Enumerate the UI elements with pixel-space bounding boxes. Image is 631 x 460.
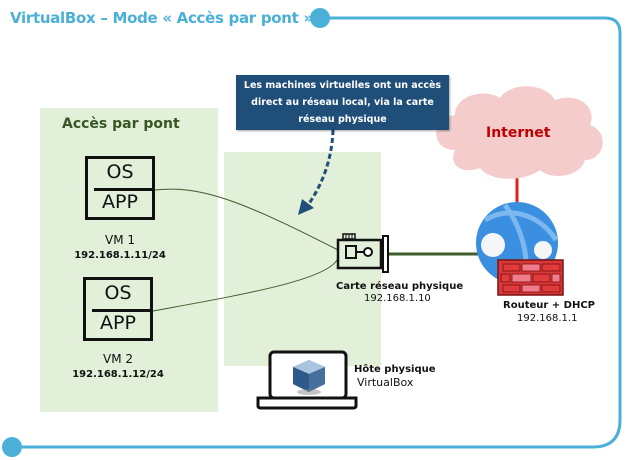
callout-line-3: réseau physique <box>298 114 387 125</box>
callout-box: Les machines virtuelles ont un accès dir… <box>236 75 449 130</box>
router-label: Routeur + DHCP <box>503 300 595 311</box>
virtualbox-cube-icon <box>293 360 325 395</box>
vm1-separator <box>94 188 152 191</box>
link-vm1-nic <box>154 188 339 251</box>
host-software: VirtualBox <box>357 376 414 389</box>
frame-line-top-right <box>12 16 622 449</box>
zone-label: Accès par pont <box>62 116 180 132</box>
frame-dot-top <box>310 8 330 28</box>
firewall-brick-icon <box>497 259 564 296</box>
host-label: Hôte physique <box>354 364 436 375</box>
link-vm2-nic <box>152 257 339 312</box>
diagram-title: VirtualBox – Mode « Accès par pont » <box>10 9 313 27</box>
vm2-os-label: OS <box>104 282 132 304</box>
network-card-icon <box>336 233 389 273</box>
router-ip: 192.168.1.1 <box>517 313 578 324</box>
nic-label: Carte réseau physique <box>336 281 464 292</box>
nic-ip: 192.168.1.10 <box>364 293 431 304</box>
vm2-os-app-box-icon: OS APP <box>83 277 153 341</box>
vm1-os-app-box-icon: OS APP <box>85 156 155 220</box>
callout-line-2: direct au réseau local, via la carte <box>251 97 434 108</box>
vm1-ip: 192.168.1.11/24 <box>74 250 166 261</box>
callout-arrowhead <box>298 199 314 215</box>
internet-label: Internet <box>486 125 551 141</box>
cloud-icon <box>436 86 603 179</box>
vm1-app-label: APP <box>102 191 138 213</box>
frame-dot-bottom <box>2 437 22 457</box>
vm1-name: VM 1 <box>104 233 135 247</box>
callout-line-1: Les machines virtuelles ont un accès <box>243 80 442 91</box>
callout-arrow <box>306 129 335 206</box>
vm1-os-label: OS <box>106 161 134 183</box>
vm2-name: VM 2 <box>102 352 133 366</box>
vm2-ip: 192.168.1.12/24 <box>72 369 164 380</box>
vm2-separator <box>92 309 150 312</box>
vm2-app-label: APP <box>100 312 136 334</box>
